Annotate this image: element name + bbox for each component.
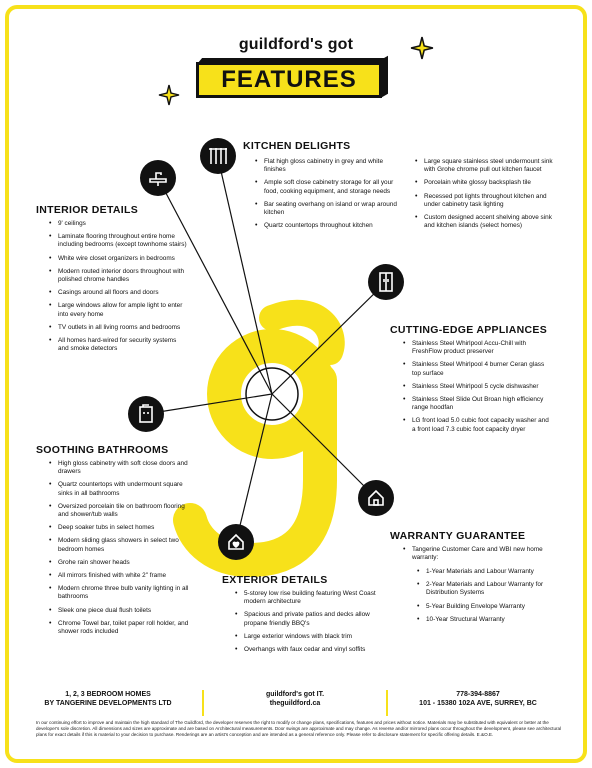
list-item: 10-Year Structural Warranty <box>416 616 560 624</box>
list-item: Custom designed accent shelving above si… <box>414 214 562 230</box>
footer-center: guildford's got IT. theguildford.ca <box>206 690 384 708</box>
list-item: Grohe rain shower heads <box>48 559 194 567</box>
list-item: Sleek one piece dual flush toilets <box>48 607 194 615</box>
utensils-icon <box>200 138 236 174</box>
house-icon <box>358 480 394 516</box>
list-item: Stainless Steel Whirlpool Accu-Chill wit… <box>402 340 552 356</box>
list-item: Oversized porcelain tile on bathroom flo… <box>48 503 194 519</box>
footer-address: 101 - 15380 102A AVE, SURREY, BC <box>419 700 537 707</box>
exterior-title: EXTERIOR DETAILS <box>222 574 328 586</box>
list-item: 2-Year Materials and Labour Warranty for… <box>416 581 560 597</box>
tagline: guildford's got <box>238 36 354 53</box>
bathrooms-list: High gloss cabinetry with soft close doo… <box>48 460 194 641</box>
list-item: Casings around all floors and doors <box>48 289 188 297</box>
warranty-sublist: 1-Year Materials and Labour Warranty 2-Y… <box>416 568 560 629</box>
footer-developer: BY TANGERINE DEVELOPMENTS LTD <box>44 700 172 707</box>
list-item: Deep soaker tubs in select homes <box>48 524 194 532</box>
footer-right: 778-394-8867 101 - 15380 102A AVE, SURRE… <box>390 690 566 708</box>
footer-website-link[interactable]: theguildford.ca <box>269 700 321 707</box>
appliances-list: Stainless Steel Whirlpool Accu-Chill wit… <box>402 340 552 439</box>
fridge-icon <box>368 264 404 300</box>
list-item: 1-Year Materials and Labour Warranty <box>416 568 560 576</box>
list-item: Flat high gloss cabinetry in grey and wh… <box>254 158 404 174</box>
exterior-list: 5-storey low rise building featuring Wes… <box>234 590 380 659</box>
warranty-title: WARRANTY GUARANTEE <box>390 530 526 542</box>
interior-list: 9' ceilings Laminate flooring throughout… <box>48 220 188 358</box>
list-item: Ample soft close cabinetry storage for a… <box>254 179 404 195</box>
warranty-list: Tangerine Customer Care and WBI new home… <box>402 546 560 567</box>
footer-slogan: guildford's got IT. <box>265 691 325 698</box>
list-item: Recessed pot lights throughout kitchen a… <box>414 193 562 209</box>
list-item: Bar seating overhang on island or wrap a… <box>254 201 404 217</box>
page-border <box>5 5 587 763</box>
list-item: Chrome Towel bar, toilet paper roll hold… <box>48 620 194 636</box>
heart-house-icon <box>218 524 254 560</box>
list-item: All mirrors finished with white 2" frame <box>48 572 194 580</box>
list-item: High gloss cabinetry with soft close doo… <box>48 460 194 476</box>
list-item: Modern sliding glass showers in select t… <box>48 537 194 553</box>
list-item: Overhangs with faux cedar and vinyl soff… <box>234 646 380 654</box>
list-item: Stainless Steel Slide Out Broan high eff… <box>402 396 552 412</box>
list-item: Laminate flooring throughout entire home… <box>48 233 188 249</box>
footer-divider <box>202 690 204 716</box>
list-item: All homes hard-wired for security system… <box>48 337 188 353</box>
list-item: Stainless Steel Whirlpool 5 cycle dishwa… <box>402 383 552 391</box>
list-item: White wire closet organizers in bedrooms <box>48 255 188 263</box>
list-item: Large exterior windows with black trim <box>234 633 380 641</box>
list-item: 9' ceilings <box>48 220 188 228</box>
kitchen-list-1: Flat high gloss cabinetry in grey and wh… <box>254 158 404 235</box>
sink-icon <box>140 160 176 196</box>
list-item: Spacious and private patios and decks al… <box>234 611 380 627</box>
kitchen-title: KITCHEN DELIGHTS <box>243 140 351 152</box>
footer-left: 1, 2, 3 BEDROOM HOMES BY TANGERINE DEVEL… <box>20 690 196 708</box>
footer-homes: 1, 2, 3 BEDROOM HOMES <box>65 691 151 698</box>
list-item: LG front load 5.0 cubic foot capacity wa… <box>402 417 552 433</box>
interior-title: INTERIOR DETAILS <box>36 204 139 216</box>
list-item: Tangerine Customer Care and WBI new home… <box>402 546 560 562</box>
sparkle-icon <box>158 84 180 106</box>
list-item: 5-Year Building Envelope Warranty <box>416 603 560 611</box>
page-title: FEATURES <box>196 62 382 98</box>
disclaimer: In our continuing effort to improve and … <box>36 720 562 737</box>
list-item: Large square stainless steel undermount … <box>414 158 562 174</box>
list-item: Quartz countertops with undermount squar… <box>48 481 194 497</box>
list-item: TV outlets in all living rooms and bedro… <box>48 324 188 332</box>
list-item: Porcelain white glossy backsplash tile <box>414 179 562 187</box>
footer-phone[interactable]: 778-394-8867 <box>456 691 500 698</box>
shower-icon <box>128 396 164 432</box>
footer-divider <box>386 690 388 716</box>
kitchen-list-2: Large square stainless steel undermount … <box>414 158 562 235</box>
list-item: Modern routed interior doors throughout … <box>48 268 188 284</box>
bathrooms-title: SOOTHING BATHROOMS <box>36 444 169 456</box>
list-item: Modern chrome three bulb vanity lighting… <box>48 585 194 601</box>
list-item: Quartz countertops throughout kitchen <box>254 222 404 230</box>
list-item: 5-storey low rise building featuring Wes… <box>234 590 380 606</box>
list-item: Large windows allow for ample light to e… <box>48 302 188 318</box>
sparkle-icon <box>410 36 434 60</box>
appliances-title: CUTTING-EDGE APPLIANCES <box>390 324 548 336</box>
list-item: Stainless Steel Whirlpool 4 burner Ceran… <box>402 361 552 377</box>
